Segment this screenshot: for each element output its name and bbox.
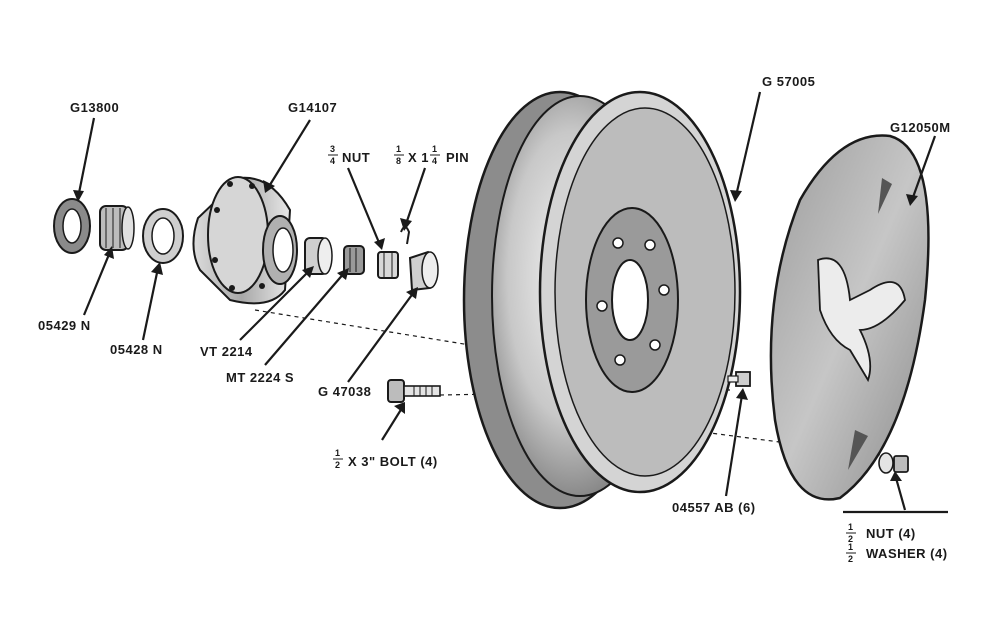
- hub-g14107: [192, 176, 298, 305]
- label-pin-suffix: PIN: [446, 150, 469, 165]
- label-pin-frac-den: 8: [396, 156, 402, 166]
- label-g13800: G13800: [70, 100, 119, 115]
- label-05428n: 05428 N: [110, 342, 163, 357]
- label-pin: X 1: [408, 150, 429, 165]
- label-pin-frac2-num: 1: [432, 144, 438, 154]
- label-bolt: X 3" BOLT (4): [348, 454, 438, 469]
- label-washer4: WASHER (4): [866, 546, 948, 561]
- label-nut: NUT: [342, 150, 370, 165]
- label-washer4-frac-den: 2: [848, 554, 854, 564]
- label-washer4-frac-num: 1: [848, 542, 854, 552]
- label-mt2224s: MT 2224 S: [226, 370, 294, 385]
- label-nut-frac-den: 4: [330, 156, 336, 166]
- label-nut-frac-num: 3: [330, 144, 336, 154]
- leader-lines: [73, 91, 948, 514]
- label-vt2214: VT 2214: [200, 344, 253, 359]
- wheel-cover-g12050m: [769, 134, 930, 501]
- label-g47038: G 47038: [318, 384, 371, 399]
- label-pin-frac2-den: 4: [432, 156, 438, 166]
- bearing-cone-05429n: [99, 205, 135, 251]
- label-bolt-frac-num: 1: [335, 448, 341, 458]
- label-nut4-frac-den: 2: [848, 534, 854, 544]
- nut-and-washer: [878, 452, 909, 474]
- label-nut4-frac-num: 1: [848, 522, 854, 532]
- wheel-stud-04557ab: [727, 371, 751, 387]
- label-04557ab: 04557 AB (6): [672, 500, 756, 515]
- castle-nut: [377, 251, 399, 279]
- label-pin-frac-num: 1: [396, 144, 402, 154]
- grease-cap-g47038: [408, 250, 439, 292]
- bearing-cup-g13800: [53, 198, 91, 254]
- bearing-cup-vt2214: [304, 237, 333, 275]
- label-g12050m: G12050M: [890, 120, 951, 135]
- label-05429n: 05429 N: [38, 318, 91, 333]
- bolt-half-inch: [387, 379, 441, 403]
- label-bolt-frac-den: 2: [335, 460, 341, 470]
- bearing-cone-mt2224s: [343, 245, 365, 275]
- bearing-cup-05428n: [142, 208, 184, 264]
- label-g57005: G 57005: [762, 74, 815, 89]
- label-nut4: NUT (4): [866, 526, 916, 541]
- label-g14107: G14107: [288, 100, 337, 115]
- wheel-g57005: [462, 90, 742, 510]
